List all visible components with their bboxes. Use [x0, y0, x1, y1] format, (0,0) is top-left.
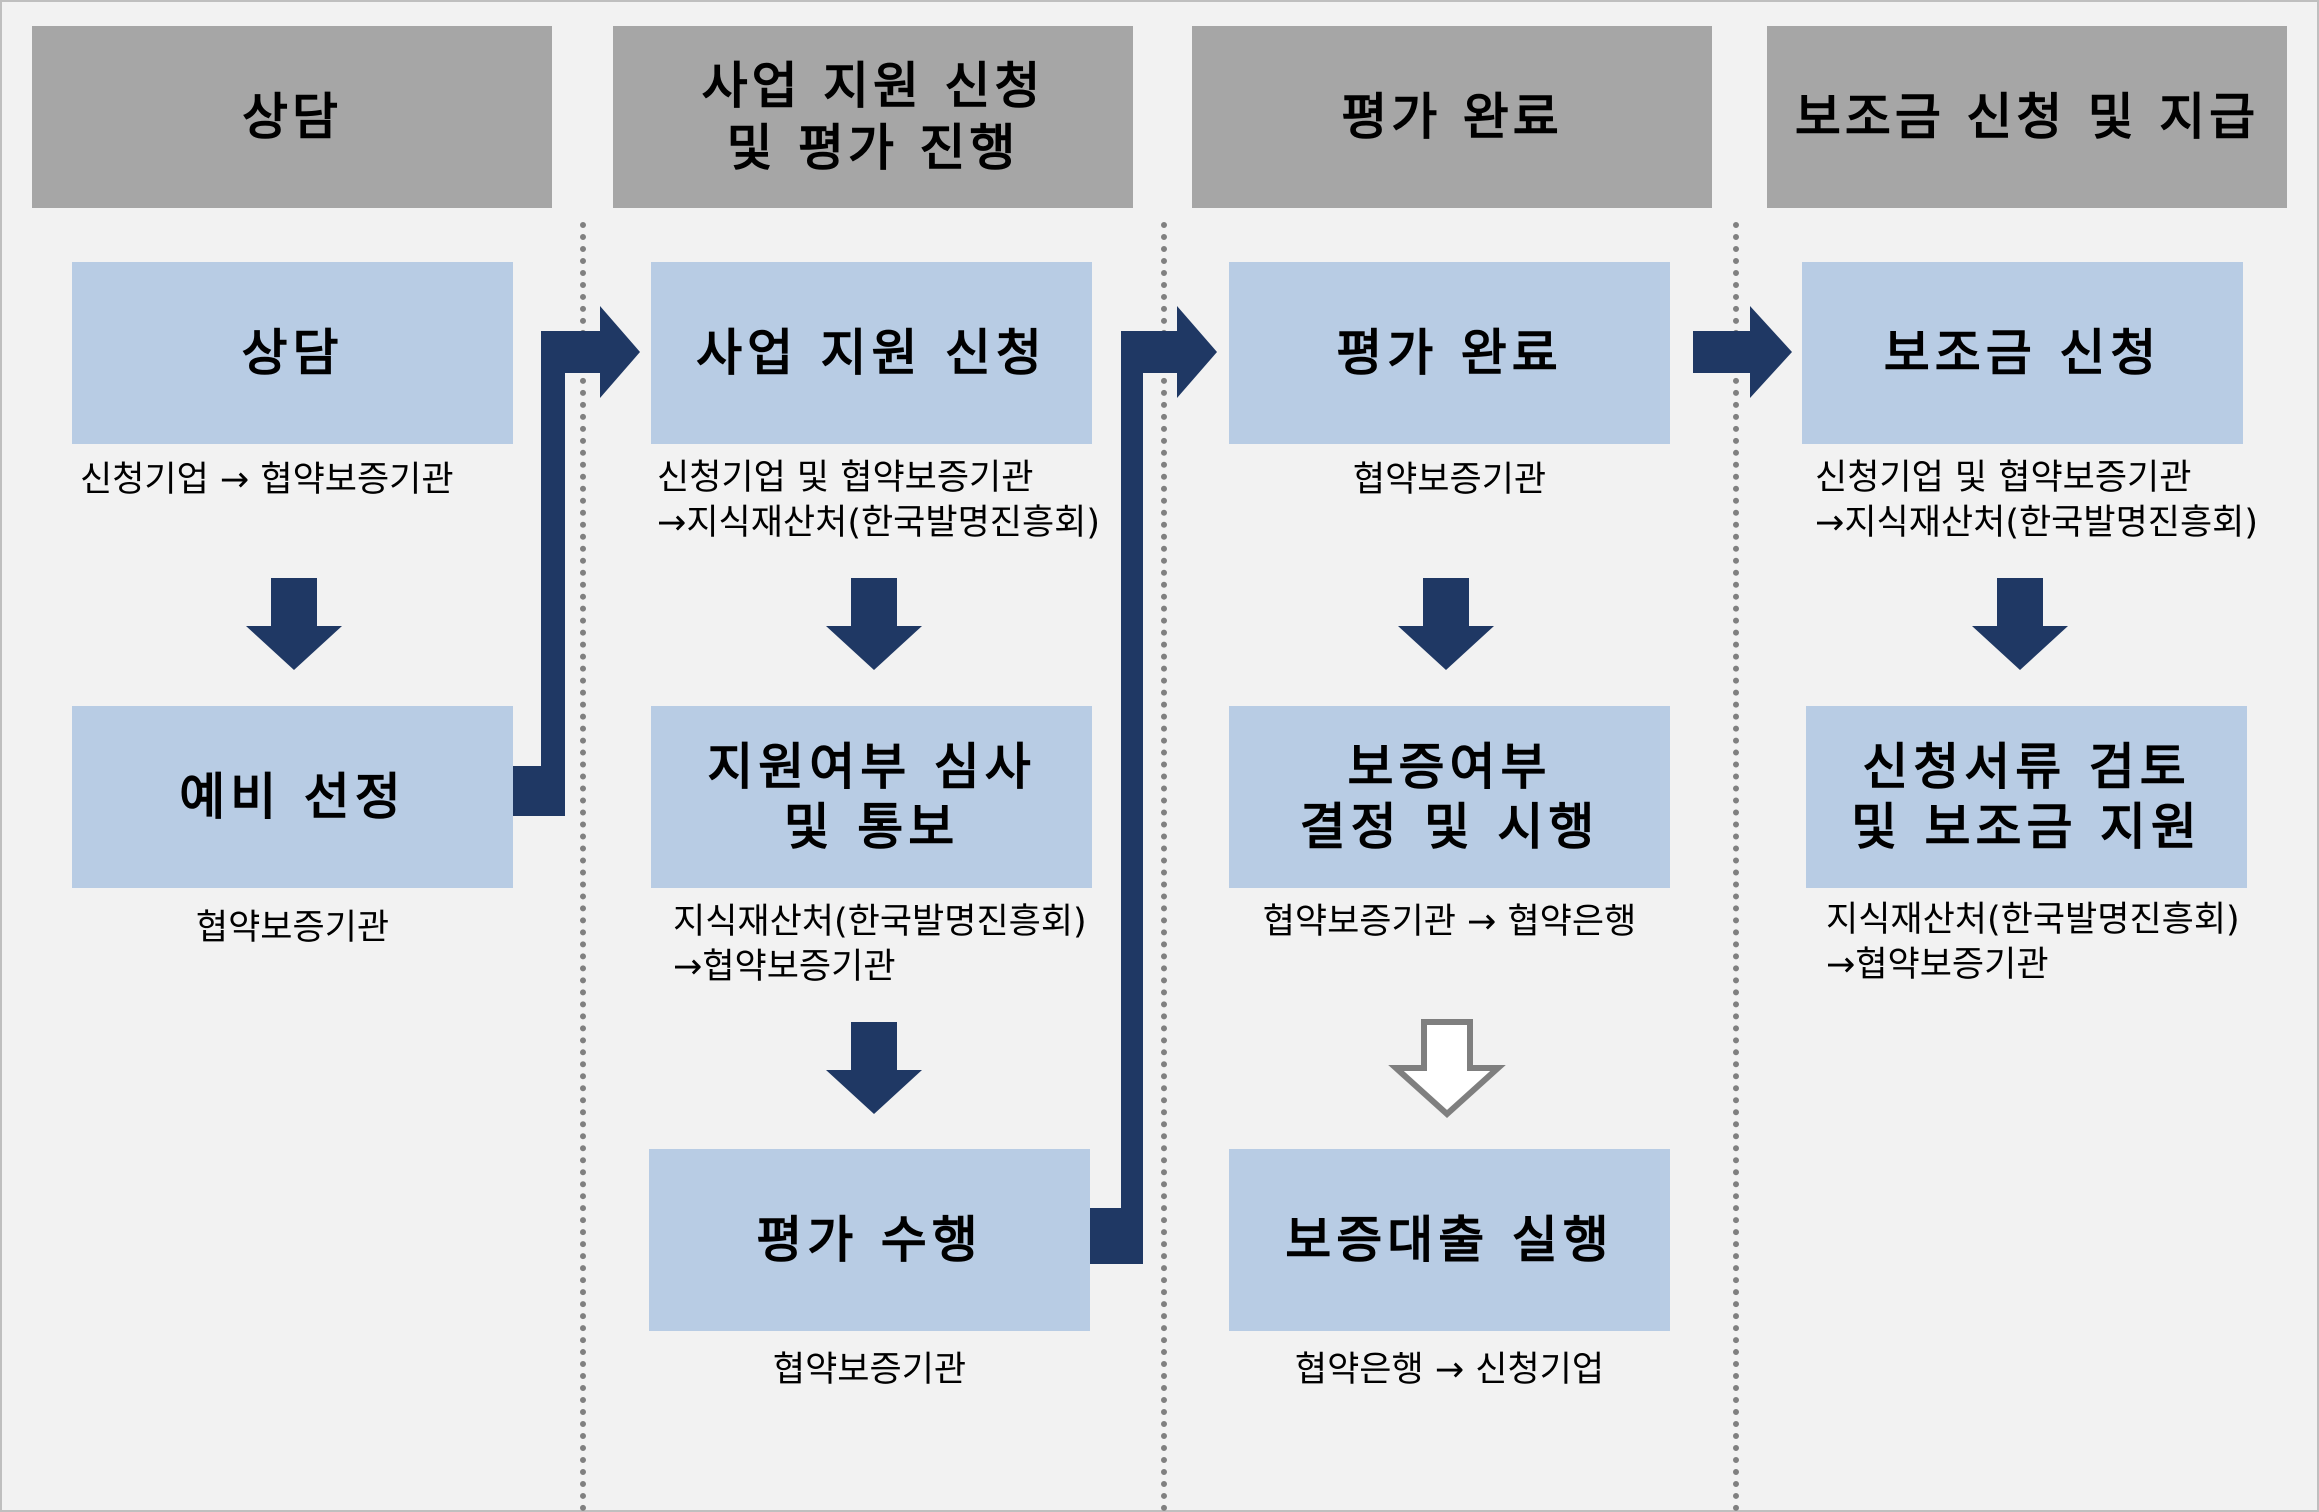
header-consultation: 상담 [32, 26, 552, 208]
right-arrow-icon [541, 306, 640, 398]
step-consultation: 상담 [72, 262, 513, 444]
down-arrow-icon [1972, 578, 2068, 670]
right-arrow-icon [1121, 306, 1217, 398]
step-review-notification: 지원여부 심사 및 통보 [651, 706, 1092, 888]
hollow-down-arrow-icon [1388, 1019, 1506, 1119]
step-evaluation-label: 협약보증기관 [772, 1350, 967, 1390]
header-application-evaluation: 사업 지원 신청 및 평가 진행 [613, 26, 1133, 208]
step-preliminary-selection-label: 협약보증기관 [195, 908, 390, 948]
step-subsidy-application-label: 신청기업 및 협약보증기관 →지식재산처(한국발명진흥회) [1815, 458, 2259, 543]
header-subsidy: 보조금 신청 및 지급 [1767, 26, 2287, 208]
down-arrow-icon [826, 578, 922, 670]
step-guarantee-decision: 보증여부 결정 및 시행 [1229, 706, 1670, 888]
step-support-application: 사업 지원 신청 [651, 262, 1092, 444]
down-arrow-icon [246, 578, 342, 670]
step-guarantee-decision-label: 협약보증기관 → 협약은행 [1262, 902, 1637, 942]
right-arrow-icon [1693, 306, 1792, 398]
step-evaluation-complete-label: 협약보증기관 [1352, 460, 1547, 500]
step-subsidy-application: 보조금 신청 [1802, 262, 2243, 444]
step-evaluation-complete: 평가 완료 [1229, 262, 1670, 444]
down-arrow-icon [1398, 578, 1494, 670]
step-preliminary-selection: 예비 선정 [72, 706, 513, 888]
step-consultation-label: 신청기업 → 협약보증기관 [80, 460, 454, 500]
step-review-notification-label: 지식재산처(한국발명진흥회) →협약보증기관 [673, 902, 1087, 987]
column-divider-3 [1733, 222, 1739, 1512]
column-divider-1 [580, 222, 586, 1512]
column-divider-2 [1161, 222, 1167, 1512]
step-guaranteed-loan-label: 협약은행 → 신청기업 [1294, 1350, 1605, 1390]
step-support-application-label: 신청기업 및 협약보증기관 →지식재산처(한국발명진흥회) [657, 458, 1101, 543]
step-guaranteed-loan: 보증대출 실행 [1229, 1149, 1670, 1331]
step-document-review-subsidy-label: 지식재산처(한국발명진흥회) →협약보증기관 [1826, 900, 2240, 985]
down-arrow-icon [826, 1022, 922, 1114]
step-document-review-subsidy: 신청서류 검토 및 보조금 지원 [1806, 706, 2247, 888]
header-evaluation-complete: 평가 완료 [1192, 26, 1712, 208]
step-evaluation: 평가 수행 [649, 1149, 1090, 1331]
